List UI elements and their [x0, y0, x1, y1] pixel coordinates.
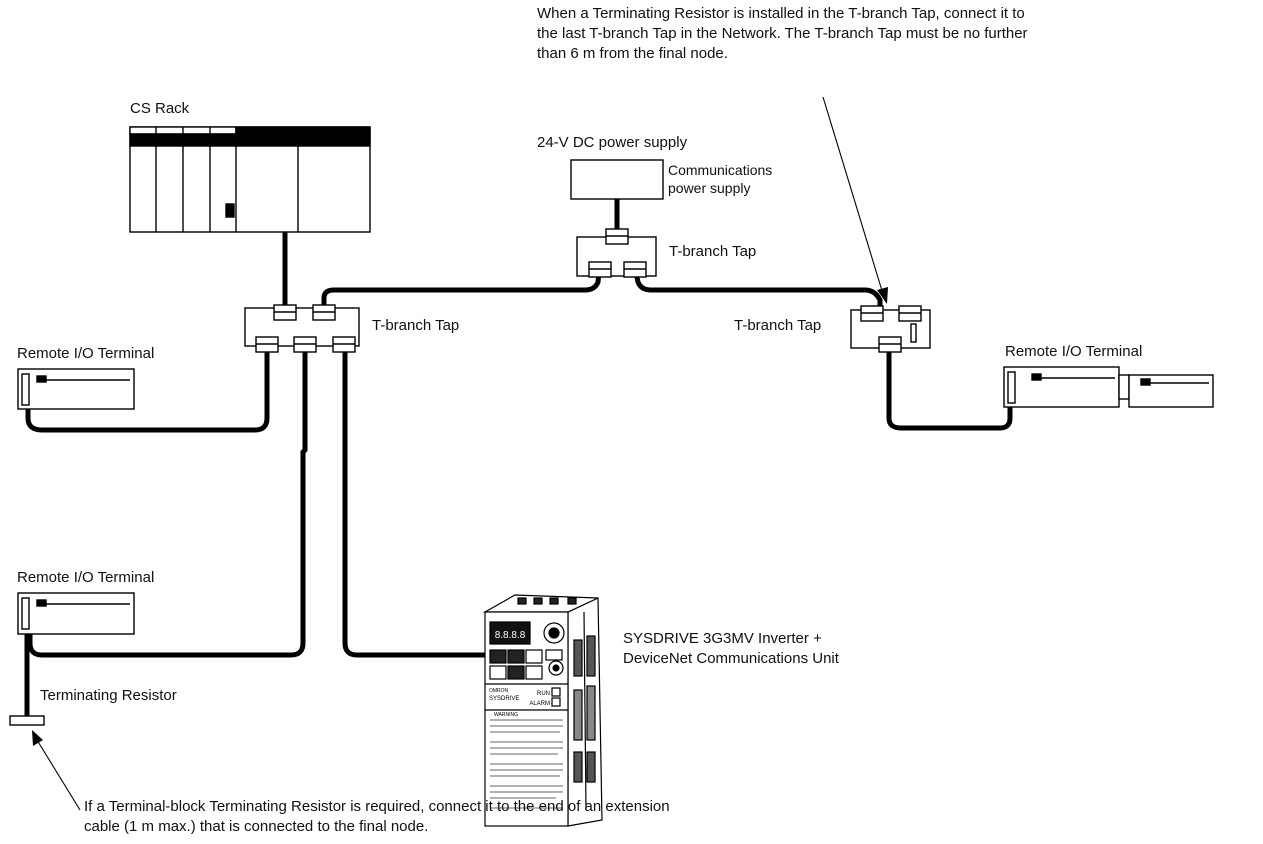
cable-trunk-right	[633, 269, 883, 313]
label-cs-rack: CS Rack	[130, 100, 190, 117]
label-remote-io-left: Remote I/O Terminal	[17, 345, 155, 362]
annotation-arrows	[32, 96, 888, 811]
label-t-branch-tap-left: T-branch Tap	[372, 317, 460, 334]
label-comm-power-supply-line2: power supply	[668, 180, 751, 196]
cable-to-remote-right	[886, 346, 1013, 431]
note-bottom-line1: If a Terminal-block Terminating Resistor…	[84, 798, 670, 815]
communications-power-supply	[570, 159, 664, 200]
inverter-run-label: RUN	[537, 691, 550, 697]
label-24v-dc-power-supply: 24-V DC power supply	[537, 134, 688, 151]
label-terminating-resistor: Terminating Resistor	[40, 687, 177, 704]
cable-to-remote-left	[25, 346, 270, 433]
inverter-display-readout: 8.8.8.8	[495, 630, 526, 641]
cable-to-remote-bottom	[27, 346, 308, 658]
label-comm-power-supply-line1: Communications	[668, 162, 773, 178]
label-remote-io-right: Remote I/O Terminal	[1005, 343, 1143, 360]
arrowhead-top-note	[877, 287, 888, 304]
remote-io-terminal-left	[17, 368, 135, 410]
note-bottom-line2: cable (1 m max.) that is connected to th…	[84, 818, 429, 835]
label-t-branch-tap-top: T-branch Tap	[669, 243, 757, 260]
remote-io-terminal-bottom	[17, 592, 135, 635]
note-top-line2: the last T-branch Tap in the Network. Th…	[537, 25, 1028, 42]
sysdrive-inverter: 8.8.8.8 RUN ALARM OMRON SYSDRIVE WARNING	[482, 594, 603, 827]
label-inverter-line2: DeviceNet Communications Unit	[623, 650, 839, 667]
terminating-resistor	[9, 715, 45, 726]
inverter-brand-line2: SYSDRIVE	[489, 696, 519, 702]
label-t-branch-tap-right: T-branch Tap	[734, 317, 822, 334]
arrow-top-note	[822, 96, 884, 295]
remote-io-terminal-right	[1003, 366, 1214, 408]
arrow-bottom-note	[36, 739, 81, 811]
t-branch-tap-right	[850, 305, 931, 353]
note-top-line1: When a Terminating Resistor is installed…	[537, 5, 1025, 22]
label-remote-io-bottom: Remote I/O Terminal	[17, 569, 155, 586]
note-top-line3: than 6 m from the final node.	[537, 45, 728, 62]
inverter-warning-label: WARNING	[494, 712, 518, 718]
t-branch-tap-top	[576, 228, 657, 278]
label-inverter-line1: SYSDRIVE 3G3MV Inverter +	[623, 630, 822, 647]
cs-rack	[129, 126, 371, 233]
inverter-brand-line1: OMRON	[489, 688, 509, 694]
inverter-alarm-label: ALARM	[529, 701, 550, 707]
network-cables	[24, 195, 1013, 719]
cable-trunk-left	[321, 269, 602, 311]
t-branch-tap-left	[244, 304, 360, 353]
cable-to-inverter	[342, 346, 503, 658]
arrowhead-bottom-note	[32, 730, 43, 746]
